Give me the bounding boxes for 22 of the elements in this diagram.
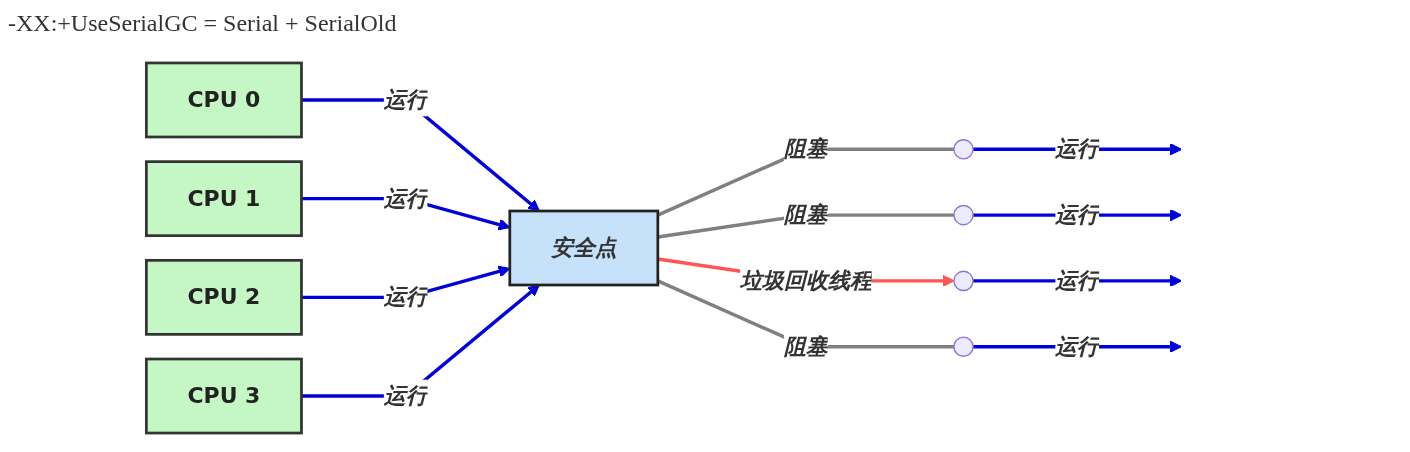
edge-label: 运行: [1055, 201, 1100, 228]
edge-label: 运行: [383, 283, 428, 310]
node-point: [953, 270, 974, 292]
edge-label: 阻塞: [783, 135, 828, 162]
edge-label: 运行: [383, 184, 428, 211]
edge-label: 垃圾回收线程: [740, 267, 872, 294]
node-box: CPU 2: [145, 258, 303, 336]
node-point: [953, 336, 974, 357]
node-box: 安全点: [508, 209, 660, 287]
edge-label: 运行: [383, 86, 428, 113]
node-point: [953, 139, 974, 160]
title: -XX:+UseSerialGC = Serial + SerialOld: [8, 10, 397, 37]
edge-label: 运行: [1055, 332, 1100, 360]
edge-label: 运行: [1055, 135, 1100, 162]
edge-label: 阻塞: [783, 201, 828, 228]
node-box: CPU 0: [145, 61, 303, 139]
edge-label: 运行: [1055, 267, 1100, 294]
edge-label: 阻塞: [783, 332, 828, 360]
node-point: [953, 204, 974, 226]
edge-label: 运行: [383, 382, 428, 409]
node-box: CPU 3: [145, 357, 303, 435]
node-box: CPU 1: [145, 160, 303, 238]
